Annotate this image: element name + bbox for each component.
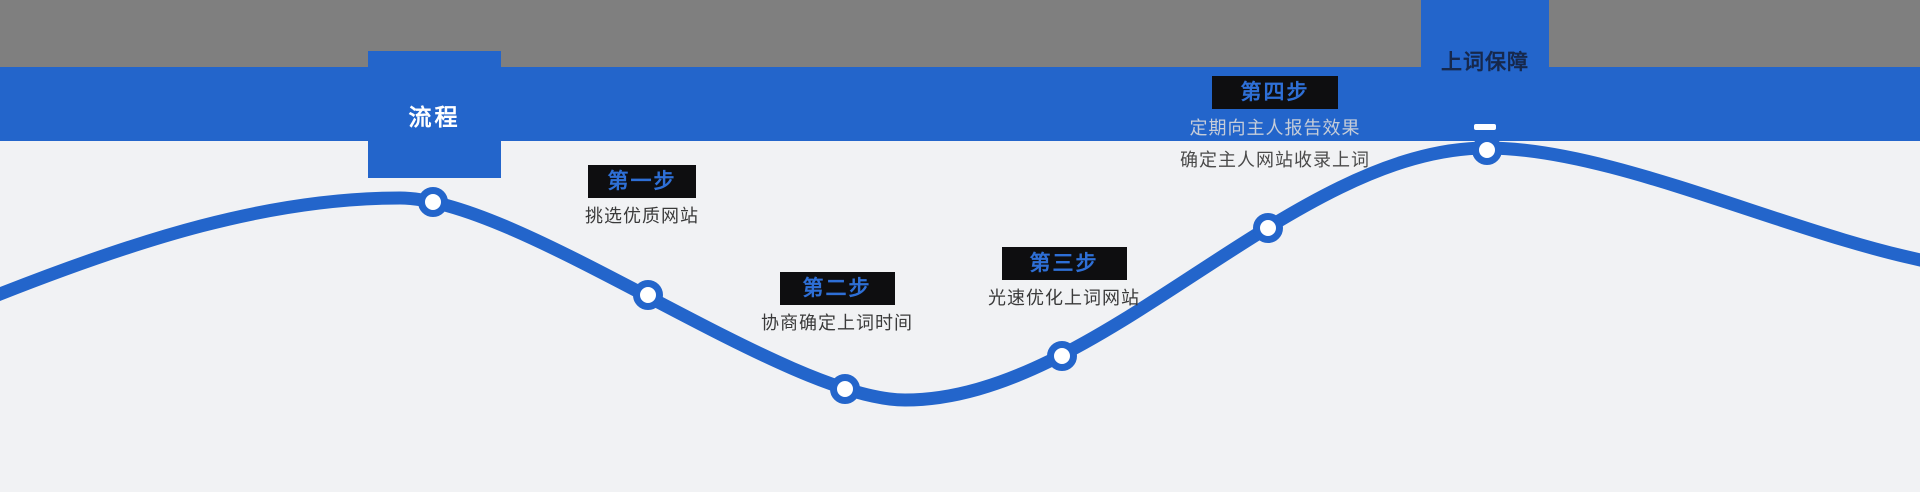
step-node-3 <box>830 374 860 404</box>
process-end-label: 上词保障 <box>1441 50 1529 74</box>
step-3-title: 第三步 <box>1029 251 1099 275</box>
wave-path <box>0 141 1920 407</box>
step-1-title-box: 第一步 <box>588 165 696 198</box>
step-2-title: 第二步 <box>802 276 872 300</box>
step-4: 第四步 定期向主人报告效果 确定主人网站收录上词 <box>1150 76 1400 175</box>
step-2: 第二步 协商确定上词时间 <box>747 272 927 338</box>
step-node-5 <box>1253 213 1283 243</box>
blue-band <box>0 67 1920 141</box>
step-4-title-box: 第四步 <box>1212 76 1338 109</box>
step-node-1 <box>418 187 448 217</box>
step-1-line-1: 挑选优质网站 <box>585 206 699 227</box>
dash-decoration <box>1474 124 1496 130</box>
step-4-line-1: 定期向主人报告效果 <box>1189 118 1361 139</box>
step-2-title-box: 第二步 <box>779 272 895 305</box>
process-end-box: 上词保障 <box>1421 0 1549 141</box>
step-node-6 <box>1472 135 1502 165</box>
step-1: 第一步 挑选优质网站 <box>557 165 727 231</box>
step-4-line-2: 确定主人网站收录上词 <box>1180 150 1370 171</box>
step-3: 第三步 光速优化上词网站 <box>964 247 1164 313</box>
step-2-line-1: 协商确定上词时间 <box>761 313 913 334</box>
step-3-line-1: 光速优化上词网站 <box>988 288 1140 309</box>
step-1-title: 第一步 <box>607 169 677 193</box>
top-gray-bar <box>0 0 1920 67</box>
process-start-label: 流程 <box>408 104 461 131</box>
process-start-box: 流程 <box>368 51 501 178</box>
step-node-2 <box>633 280 663 310</box>
step-node-4 <box>1047 341 1077 371</box>
step-3-title-box: 第三步 <box>1001 247 1127 280</box>
step-4-title: 第四步 <box>1240 80 1310 104</box>
